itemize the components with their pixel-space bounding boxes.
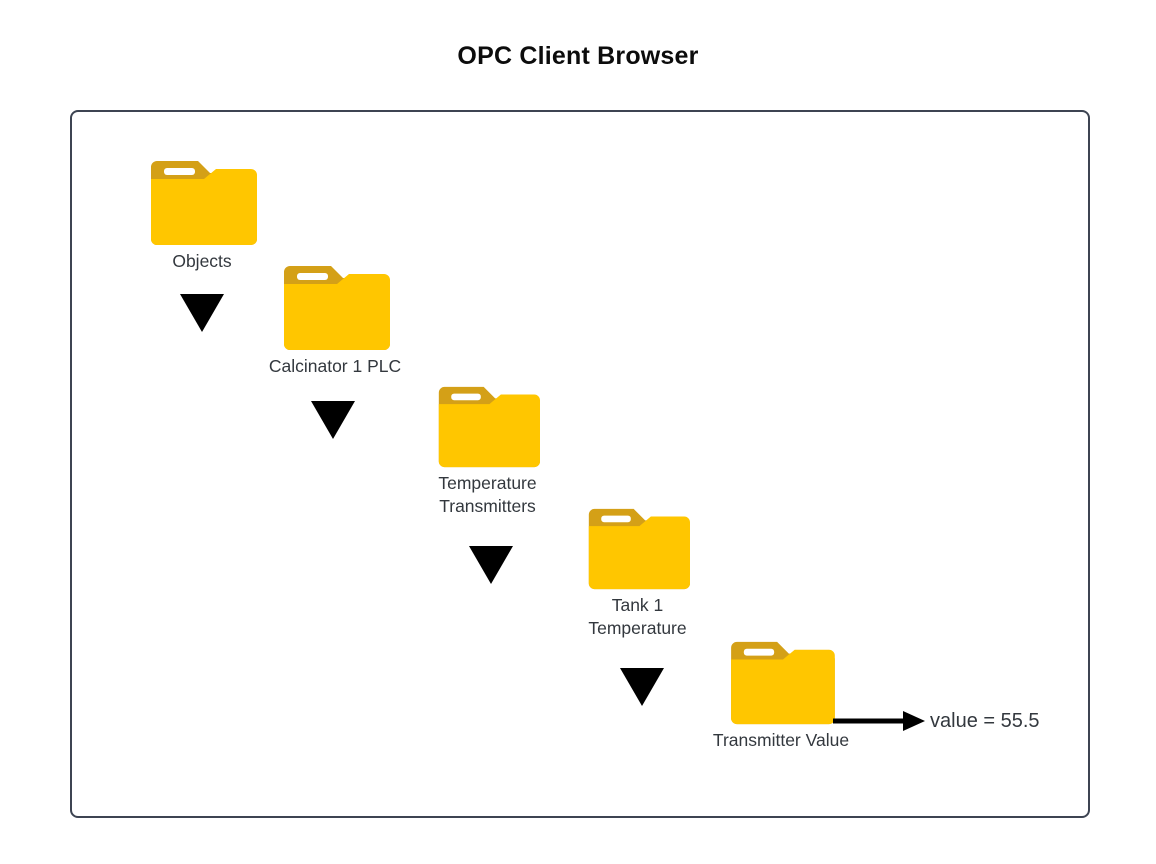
triangle-down-icon <box>311 401 355 439</box>
folder-icon <box>585 505 690 593</box>
node-label: Transmitter Value <box>712 730 850 750</box>
node-label: Calcinator 1 PLC <box>268 356 402 376</box>
node-calcinator-1-plc[interactable]: Calcinator 1 PLC <box>269 262 401 376</box>
folder-icon <box>435 383 540 471</box>
node-transmitter-value[interactable]: Transmitter Value <box>713 638 849 750</box>
folder-icon <box>280 262 390 354</box>
triangle-down-icon <box>620 668 664 706</box>
value-annotation: value = 55.5 <box>930 710 1040 732</box>
diagram-canvas: Objects Calcinator 1 PLC Temperature Tra… <box>70 110 1090 818</box>
node-temperature-transmitters[interactable]: Temperature Transmitters <box>435 383 540 516</box>
page-title: OPC Client Browser <box>457 42 699 70</box>
node-label: Temperature Transmitters <box>438 473 537 516</box>
folder-icon <box>727 638 835 728</box>
triangle-down-icon <box>180 294 224 332</box>
triangle-down-icon <box>469 546 513 584</box>
node-label: Tank 1 Temperature <box>588 595 687 638</box>
node-objects[interactable]: Objects <box>147 157 257 271</box>
folder-icon <box>147 157 257 249</box>
arrow-right-icon <box>833 710 928 732</box>
node-tank-1-temperature[interactable]: Tank 1 Temperature <box>585 505 690 638</box>
node-label: Objects <box>172 251 232 271</box>
